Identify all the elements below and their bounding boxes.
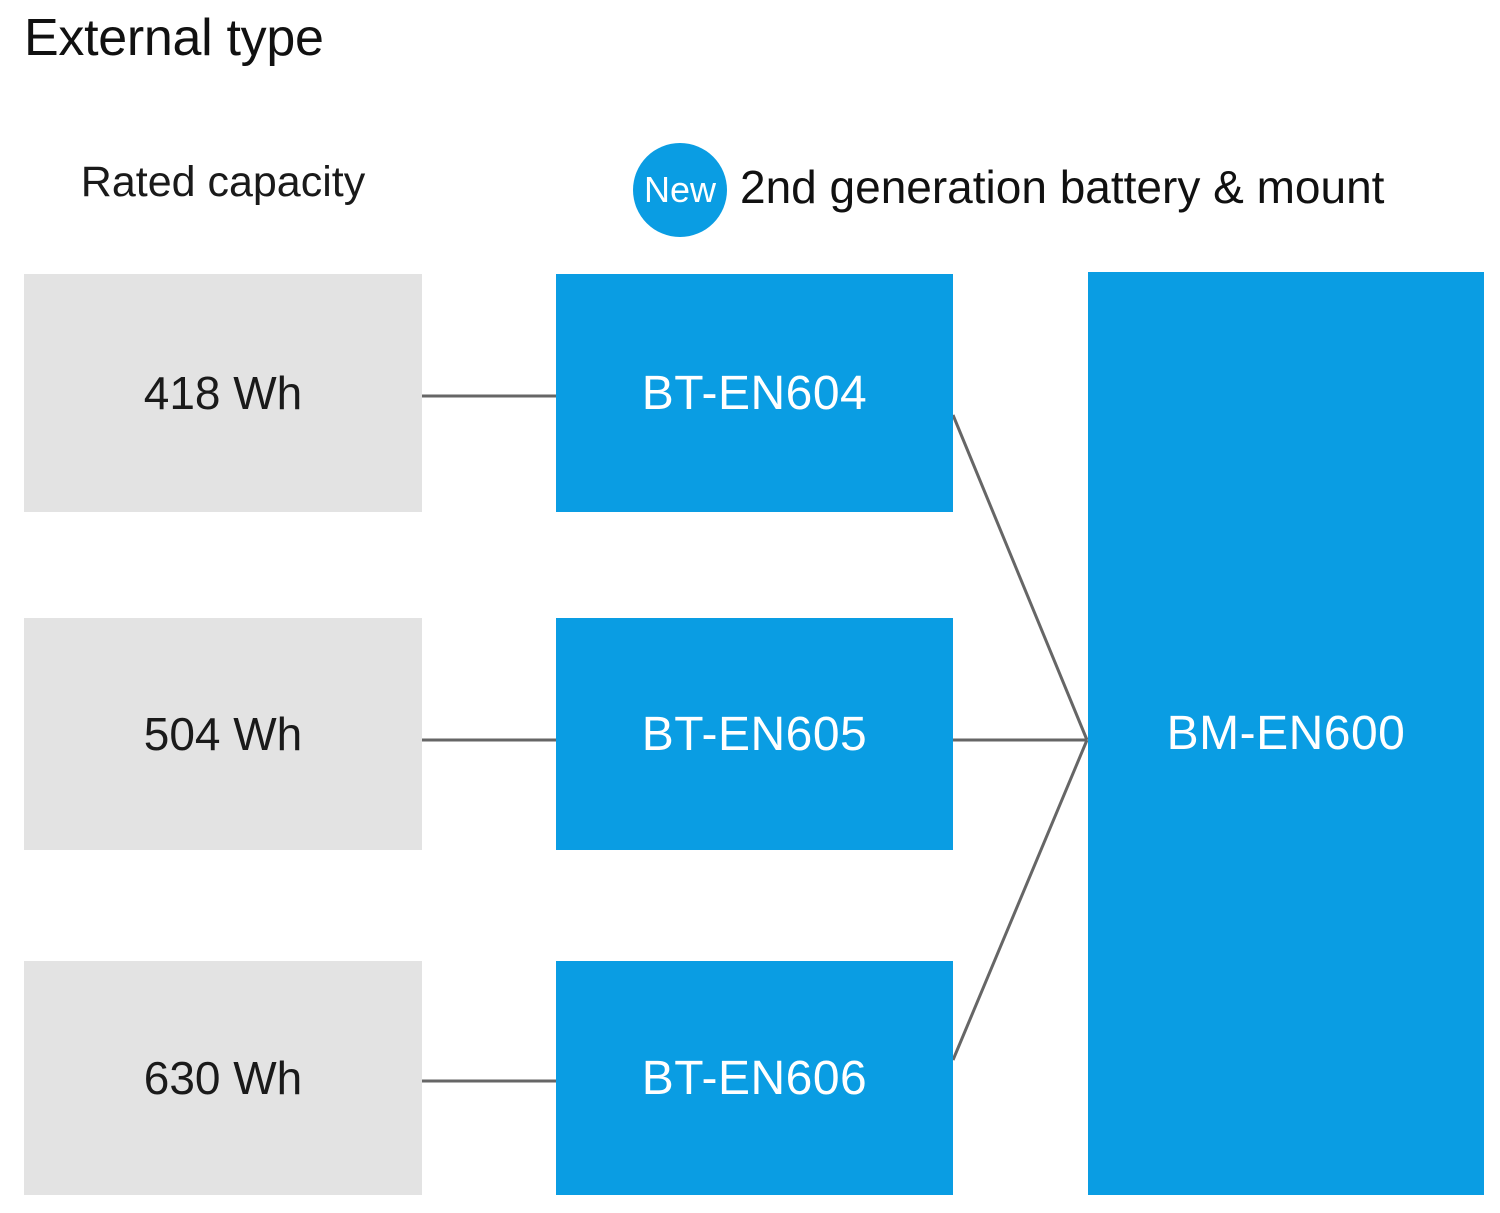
connector-bt606-to-bm600	[951, 739, 1089, 1061]
new-badge: New	[633, 143, 727, 237]
page-title: External type	[24, 9, 324, 67]
capacity-label: 630 Wh	[143, 1052, 303, 1104]
capacity-box-504[interactable]: 504 Wh	[24, 618, 422, 850]
column-header-rated-capacity: Rated capacity	[80, 158, 366, 206]
mount-box-bm-en600[interactable]: BM-EN600	[1088, 272, 1484, 1195]
battery-box-bt-en606[interactable]: BT-EN606	[556, 961, 953, 1195]
battery-box-bt-en604[interactable]: BT-EN604	[556, 274, 953, 512]
column-header-generation: 2nd generation battery & mount	[740, 161, 1385, 213]
battery-label: BT-EN604	[641, 366, 868, 420]
battery-box-bt-en605[interactable]: BT-EN605	[556, 618, 953, 850]
capacity-label: 418 Wh	[143, 367, 303, 419]
capacity-box-630[interactable]: 630 Wh	[24, 961, 422, 1195]
battery-label: BT-EN605	[641, 707, 868, 761]
connector-bt604-to-bm600	[951, 414, 1089, 741]
battery-label: BT-EN606	[641, 1051, 868, 1105]
mount-label: BM-EN600	[1166, 707, 1406, 760]
capacity-label: 504 Wh	[143, 708, 303, 760]
new-badge-label: New	[643, 169, 717, 210]
capacity-box-418[interactable]: 418 Wh	[24, 274, 422, 512]
